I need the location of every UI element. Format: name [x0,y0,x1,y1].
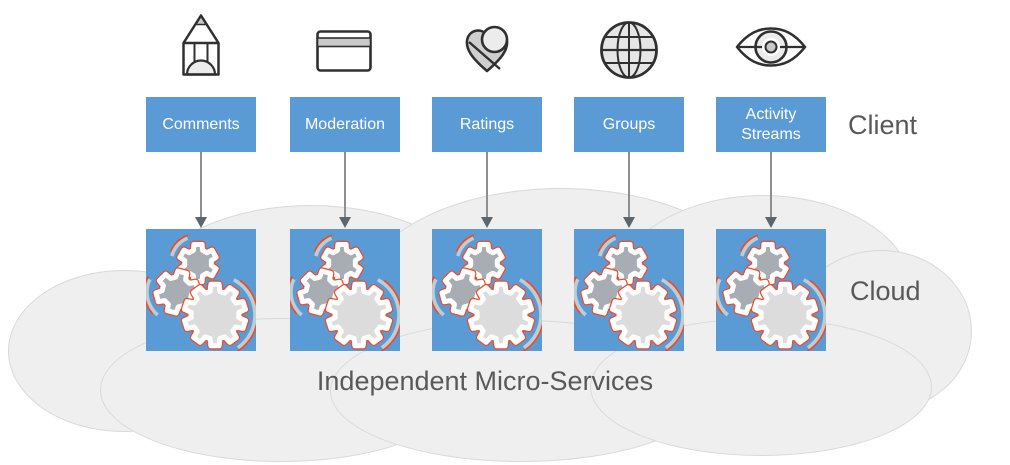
service-label-text: Ratings [459,115,515,133]
service-label-ratings: Ratings [432,97,542,152]
arrow-head-icon [195,217,207,228]
client-zone-label: Client [848,110,918,140]
arrow-down [200,152,202,218]
service-label-text: Activity Streams [741,105,801,143]
service-label-text: Comments [162,115,240,133]
service-label-text: Moderation [304,115,386,133]
gears-icon [287,234,403,352]
service-label-comments: Comments [146,97,256,152]
eye-icon [735,27,807,67]
service-label-moderation: Moderation [290,97,400,152]
microservice-box-ratings [429,229,545,352]
arrow-head-icon [481,217,493,228]
globe-icon [600,21,658,79]
arrow-head-icon [339,217,351,228]
arrow-down [486,152,488,218]
arrow-head-icon [765,217,777,228]
microservice-box-moderation [287,229,403,352]
cloud-zone-label: Cloud [850,276,921,306]
microservice-box-activity-streams [713,229,829,352]
arrow-head-icon [623,217,635,228]
gears-icon [429,234,545,352]
arrow-down [628,152,630,218]
microservice-box-groups [571,229,687,352]
service-label-activity-streams: Activity Streams [716,97,826,152]
microservice-box-comments [143,229,259,352]
credit-card-icon [316,30,372,72]
service-label-text: Groups [602,115,656,133]
caption: Independent Micro-Services [316,366,654,396]
pencil-icon [182,14,220,76]
arrow-down [770,152,772,218]
service-label-groups: Groups [574,97,684,152]
gears-icon [713,234,829,352]
arrow-down [344,152,346,218]
gears-icon [143,234,259,352]
gears-icon [571,234,687,352]
heart-icon [465,25,509,73]
